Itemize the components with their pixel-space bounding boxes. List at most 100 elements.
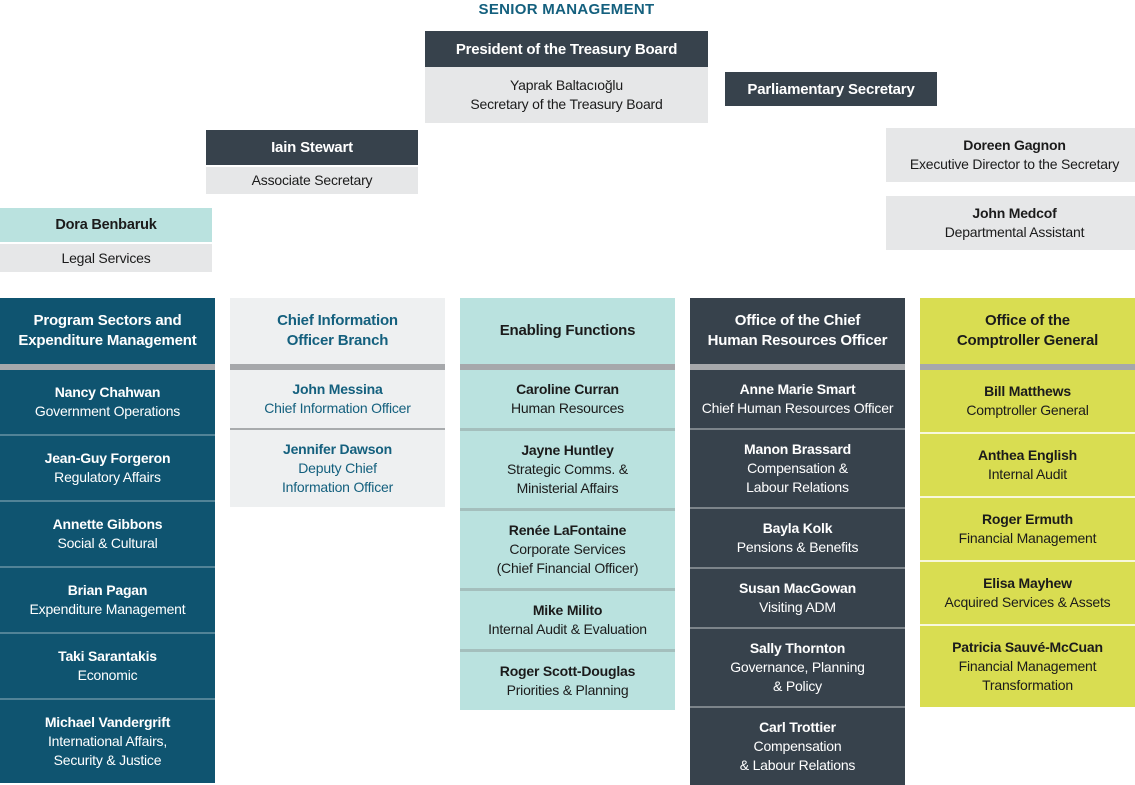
person-name: John Medcof — [972, 205, 1057, 221]
column-cio-branch: Chief Information Officer Branch John Me… — [230, 298, 445, 507]
column-title: Program Sectors and Expenditure Manageme… — [18, 312, 197, 349]
member-name: Susan MacGowan — [738, 580, 856, 596]
member-card: Anthea English Internal Audit — [920, 432, 1135, 496]
member-role: Pensions & Benefits — [736, 539, 859, 555]
column-title: Office of the Chief Human Resources Offi… — [707, 312, 888, 349]
page-title: SENIOR MANAGEMENT — [478, 1, 655, 18]
column-divider — [690, 364, 905, 370]
member-name: Carl Trottier — [759, 719, 836, 735]
member-card: Caroline Curran Human Resources — [460, 370, 675, 428]
member-name: Elisa Mayhew — [983, 575, 1072, 591]
member-name: Bill Matthews — [984, 383, 1071, 399]
person-name: Yaprak Baltacıoğlu — [510, 77, 623, 93]
member-card: Jean-Guy Forgeron Regulatory Affairs — [0, 434, 215, 500]
member-name: Taki Sarantakis — [58, 648, 157, 664]
member-name: Patricia Sauvé-McCuan — [952, 639, 1103, 655]
person-role: Departmental Assistant — [944, 224, 1085, 240]
member-name: Sally Thornton — [749, 640, 846, 656]
column-chief-human-resources: Office of the Chief Human Resources Offi… — [690, 298, 905, 785]
member-name: Roger Scott-Douglas — [499, 663, 636, 679]
person-role: Executive Director to the Secretary — [909, 156, 1120, 172]
column-rows: Anne Marie Smart Chief Human Resources O… — [690, 370, 905, 785]
member-name: Manon Brassard — [744, 441, 851, 457]
person-role: Legal Services — [0, 242, 212, 272]
member-role: Chief Human Resources Officer — [701, 400, 894, 416]
member-name: Jayne Huntley — [521, 442, 614, 458]
org-columns: Program Sectors and Expenditure Manageme… — [0, 298, 1135, 785]
member-card: Manon Brassard Compensation & Labour Rel… — [690, 428, 905, 507]
column-comptroller-general: Office of the Comptroller General Bill M… — [920, 298, 1135, 707]
member-role: Chief Information Officer — [264, 400, 411, 416]
member-role: International Affairs, Security & Justic… — [47, 733, 168, 768]
member-role: Compensation & Labour Relations — [739, 738, 856, 773]
president-label: President of the Treasury Board — [425, 31, 708, 67]
column-enabling-functions: Enabling Functions Caroline Curran Human… — [460, 298, 675, 710]
member-role: Regulatory Affairs — [54, 469, 161, 485]
member-role: Comptroller General — [966, 402, 1089, 418]
member-role: Social & Cultural — [57, 535, 158, 551]
column-title: Enabling Functions — [499, 322, 636, 339]
member-card: Nancy Chahwan Government Operations — [0, 370, 215, 434]
member-card: Renée LaFontaine Corporate Services (Chi… — [460, 508, 675, 588]
secretary-card: Yaprak Baltacıoğlu Secretary of the Trea… — [425, 67, 708, 123]
member-card: Jennifer Dawson Deputy Chief Information… — [230, 428, 445, 507]
member-role: Governance, Planning & Policy — [730, 659, 865, 694]
member-card: Patricia Sauvé-McCuan Financial Manageme… — [920, 624, 1135, 707]
member-name: Mike Milito — [532, 602, 603, 618]
member-name: Anthea English — [977, 447, 1078, 463]
parliamentary-secretary-box: Parliamentary Secretary — [725, 72, 937, 106]
member-card: John Messina Chief Information Officer — [230, 370, 445, 428]
column-rows: Bill Matthews Comptroller General Anthea… — [920, 370, 1135, 707]
member-role: Human Resources — [511, 400, 624, 416]
member-role: Financial Management Transformation — [958, 658, 1097, 693]
person-role: Associate Secretary — [206, 165, 418, 194]
member-role: Government Operations — [34, 403, 181, 419]
member-role: Economic — [77, 667, 138, 683]
member-card: Anne Marie Smart Chief Human Resources O… — [690, 370, 905, 428]
column-title: Chief Information Officer Branch — [277, 312, 398, 349]
member-name: John Messina — [292, 381, 383, 397]
column-rows: Nancy Chahwan Government Operations Jean… — [0, 370, 215, 783]
member-card: Mike Milito Internal Audit & Evaluation — [460, 588, 675, 649]
member-name: Annette Gibbons — [52, 516, 163, 532]
member-card: Jayne Huntley Strategic Comms. & Ministe… — [460, 428, 675, 508]
member-role: Corporate Services (Chief Financial Offi… — [496, 541, 639, 576]
person-name: Iain Stewart — [206, 130, 418, 165]
member-name: Jean-Guy Forgeron — [44, 450, 171, 466]
member-name: Caroline Curran — [516, 381, 619, 397]
member-name: Jennifer Dawson — [282, 441, 393, 457]
member-role: Internal Audit & Evaluation — [488, 621, 647, 637]
column-divider — [920, 364, 1135, 370]
member-role: Expenditure Management — [29, 601, 186, 617]
legal-services-box: Dora Benbaruk Legal Services — [0, 208, 212, 272]
member-role: Strategic Comms. & Ministerial Affairs — [507, 461, 628, 496]
column-title: Office of the Comptroller General — [956, 312, 1099, 349]
member-name: Bayla Kolk — [762, 520, 833, 536]
member-card: Bayla Kolk Pensions & Benefits — [690, 507, 905, 567]
member-name: Nancy Chahwan — [54, 384, 161, 400]
member-card: Annette Gibbons Social & Cultural — [0, 500, 215, 566]
member-card: Taki Sarantakis Economic — [0, 632, 215, 698]
column-rows: John Messina Chief Information Officer J… — [230, 370, 445, 507]
member-name: Renée LaFontaine — [508, 522, 627, 538]
member-role: Internal Audit — [988, 466, 1067, 482]
president-box: President of the Treasury Board Yaprak B… — [425, 31, 708, 123]
member-card: Susan MacGowan Visiting ADM — [690, 567, 905, 627]
column-divider — [460, 364, 675, 370]
person-name: Dora Benbaruk — [0, 208, 212, 242]
member-card: Roger Ermuth Financial Management — [920, 496, 1135, 560]
member-card: Roger Scott-Douglas Priorities & Plannin… — [460, 649, 675, 710]
member-role: Visiting ADM — [759, 599, 836, 615]
member-card: Elisa Mayhew Acquired Services & Assets — [920, 560, 1135, 624]
column-rows: Caroline Curran Human Resources Jayne Hu… — [460, 370, 675, 710]
member-name: Brian Pagan — [67, 582, 148, 598]
secretary-office-card: John Medcof Departmental Assistant — [886, 196, 1135, 250]
column-program-sectors: Program Sectors and Expenditure Manageme… — [0, 298, 215, 783]
member-card: Carl Trottier Compensation & Labour Rela… — [690, 706, 905, 785]
person-name: Doreen Gagnon — [963, 137, 1066, 153]
member-role: Compensation & Labour Relations — [746, 460, 849, 495]
member-card: Sally Thornton Governance, Planning & Po… — [690, 627, 905, 706]
member-role: Deputy Chief Information Officer — [281, 460, 394, 495]
member-card: Bill Matthews Comptroller General — [920, 370, 1135, 432]
